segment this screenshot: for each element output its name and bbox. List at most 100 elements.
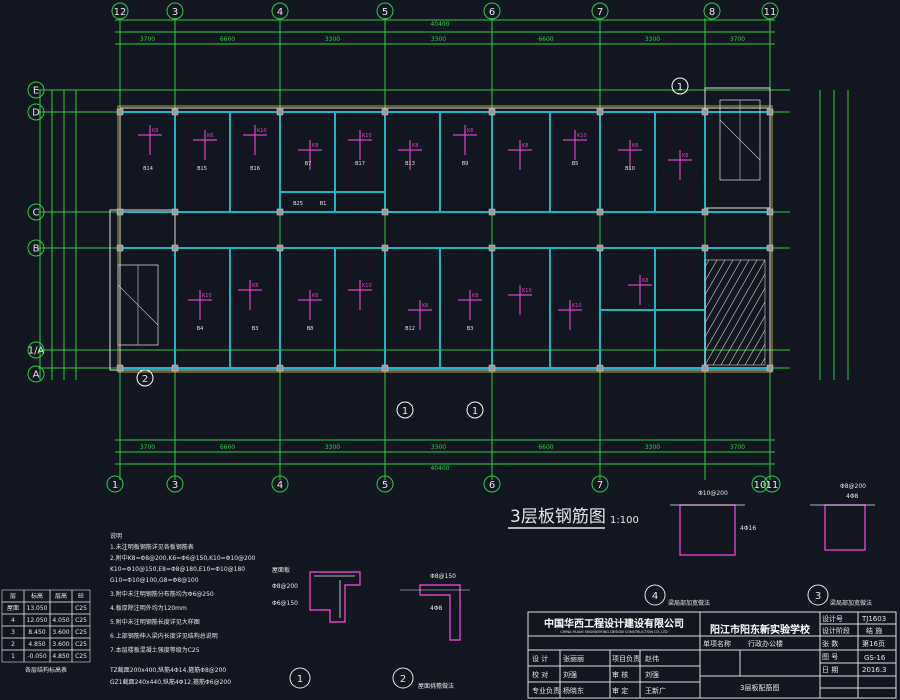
floor-table-cell: 屋面 <box>7 605 19 612</box>
detail-3-caption: 梁局部加宽做法 <box>830 599 872 607</box>
detail-4: Φ10@200 4Φ16 4 梁局部加宽做法 <box>644 490 756 607</box>
axis-bubble <box>376 475 394 493</box>
note-line: 1.未注明板钢筋详见各板钢筋表 <box>110 543 194 551</box>
detail-3: Φ8@200 4Φ8 3 梁局部加宽做法 <box>807 483 875 607</box>
company-name: 中国华西工程设计建设有限公司 <box>544 617 684 630</box>
axis-label: 7 <box>597 480 603 491</box>
stair-right <box>719 99 761 181</box>
rebar-label: K8 <box>152 128 158 134</box>
stage: 结 施 <box>866 626 882 635</box>
axis-bubble <box>27 239 45 257</box>
detail-1-rebar: Φ8@200 <box>272 583 298 590</box>
role-person: 张丽丽 <box>563 654 584 663</box>
axis-bubble <box>27 365 45 383</box>
column <box>116 208 124 216</box>
role-person: 刘强 <box>645 670 659 679</box>
column <box>701 244 709 252</box>
column <box>116 364 124 372</box>
rebar-label: K6 <box>467 128 473 134</box>
axis-bubble <box>27 81 45 99</box>
column <box>381 244 389 252</box>
rebar-label: K10 <box>577 133 587 139</box>
detail-2: Φ8@150 4Φ8 2 屋面挑檐做法 <box>392 573 470 690</box>
title-block: 中国华西工程设计建设有限公司 CHINA HUAXI ENGINEERING D… <box>527 611 897 699</box>
stage-label: 设计阶段 <box>822 626 850 635</box>
slab-label: B17 <box>355 161 365 167</box>
floor-table-cell: 3.600 <box>52 641 69 648</box>
axis-bubble <box>483 2 501 20</box>
column <box>701 108 709 116</box>
detail-2-label: 2 <box>400 674 406 685</box>
column <box>766 108 774 116</box>
floor-plan <box>109 87 774 373</box>
section-mark-3: 1 <box>402 406 408 417</box>
slab-label: B7 <box>305 161 312 167</box>
detail-3-rebar: Φ8@200 <box>840 483 866 490</box>
rebar-label: K8 <box>252 283 258 289</box>
floor-table-cell: C25 <box>75 653 87 660</box>
dimension-text: 6600 <box>538 36 553 43</box>
slab-label: B3 <box>467 326 474 332</box>
rebar-label: K6 <box>422 303 428 309</box>
dimension-text: 3700 <box>140 36 155 43</box>
role-person: 王新广 <box>645 686 666 695</box>
dimension-text: 6600 <box>220 444 235 451</box>
slab-label: B9 <box>462 161 469 167</box>
column <box>276 364 284 372</box>
rebar-label: K6 <box>207 133 213 139</box>
column <box>171 208 179 216</box>
note-line: G10=Φ10@100,G8=Φ8@100 <box>110 577 199 584</box>
axis-label: 5 <box>382 7 388 18</box>
axis-bubble <box>751 475 769 493</box>
axis-bubble <box>376 2 394 20</box>
axis-label: A <box>33 370 40 381</box>
project-name: 阳江市阳东新实验学校 <box>710 623 811 636</box>
section-markers: 1 2 1 1 <box>136 77 689 419</box>
date-label: 日 期 <box>822 666 838 674</box>
detail-2-rebar: Φ8@150 <box>430 573 456 580</box>
axis-bubble <box>106 475 124 493</box>
axis-label: B <box>33 244 40 255</box>
axis-bubble <box>591 475 609 493</box>
slab-label: B5 <box>572 161 579 167</box>
role-label: 审 核 <box>612 670 628 679</box>
dimension-text: 3300 <box>645 444 660 451</box>
detail-2-caption: 屋面挑檐做法 <box>418 682 454 690</box>
axis-label: 7 <box>597 7 603 18</box>
slab-label: B4 <box>197 326 204 332</box>
axis-bubble <box>703 2 721 20</box>
section-mark-4: 1 <box>472 406 478 417</box>
detail-1-label: 1 <box>297 674 303 685</box>
stair-left <box>117 264 159 346</box>
detail-1-rebar: Φ6@150 <box>272 600 298 607</box>
rebar-label: K8 <box>682 153 688 159</box>
rebar-label: K8 <box>642 278 648 284</box>
role-label: 项目负责 <box>612 654 640 663</box>
left-dimension-chain <box>39 90 77 380</box>
axis-label: C <box>33 208 40 219</box>
dimension-text: 6600 <box>538 444 553 451</box>
floor-table-cell: 2 <box>11 641 15 648</box>
axis-label: E <box>33 86 39 97</box>
rebar-label: K8 <box>472 293 478 299</box>
column <box>701 364 709 372</box>
detail-4-caption: 梁局部加宽做法 <box>668 599 710 607</box>
drawing-no: GS-16 <box>864 654 886 662</box>
right-dimension-chain <box>819 90 849 380</box>
drawing-no-label: 图 号 <box>822 653 838 661</box>
floor-table-cell: 3.600 <box>52 629 69 636</box>
column <box>171 244 179 252</box>
slab-label: B3 <box>252 326 259 332</box>
axis-bubble <box>483 475 501 493</box>
floor-table-cell: C25 <box>75 641 87 648</box>
detail-1: 屋面板 Φ8@200 Φ6@150 1 <box>272 566 361 689</box>
rebar-label: K10 <box>572 303 582 309</box>
slab-label: B25 <box>293 201 303 207</box>
design-no: TJ1603 <box>861 615 886 623</box>
column <box>116 108 124 116</box>
bottom-total-dim: 40400 <box>430 465 449 472</box>
column <box>488 108 496 116</box>
section-mark-2: 2 <box>142 374 148 385</box>
axis-bubble <box>166 475 184 493</box>
